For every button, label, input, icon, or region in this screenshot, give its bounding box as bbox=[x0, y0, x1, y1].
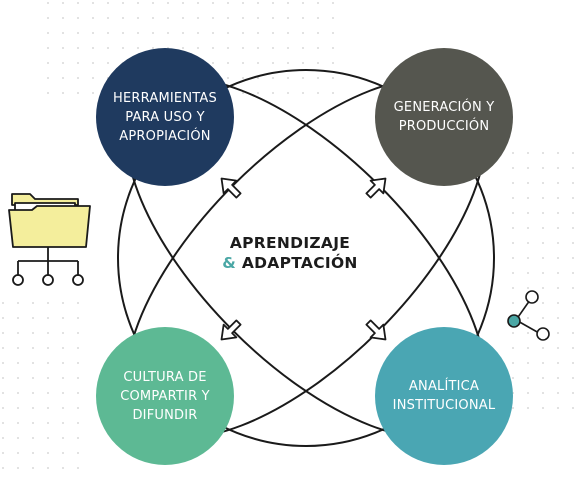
node-label-generacion: GENERACIÓN Y PRODUCCIÓN bbox=[393, 100, 495, 134]
dot-pattern-right bbox=[500, 140, 577, 410]
center-title-line2-text: ADAPTACIÓN bbox=[241, 254, 358, 272]
arrow-top-right-icon bbox=[365, 177, 387, 199]
arrow-bottom-right-icon bbox=[365, 319, 387, 341]
arrow-top-left-icon bbox=[220, 177, 242, 199]
node-circle-generacion bbox=[375, 48, 513, 186]
node-circle-herramientas bbox=[96, 48, 234, 186]
folder-network-icon bbox=[8, 193, 91, 286]
node-label-herramientas: HERRAMIENTAS PARA USO Y APROPIACIÓN bbox=[113, 90, 217, 144]
node-circle-analitica bbox=[375, 327, 513, 465]
node-label-analitica: ANALÍTICA INSTITUCIONAL bbox=[392, 379, 496, 413]
outer-ring bbox=[117, 69, 495, 447]
center-ampersand: & bbox=[222, 254, 237, 272]
node-label-cultura: CULTURA DE COMPARTIR Y DIFUNDIR bbox=[120, 369, 210, 423]
center-title: APRENDIZAJE & ADAPTACIÓN bbox=[190, 233, 390, 273]
dot-pattern-left bbox=[0, 300, 90, 480]
share-node-icon bbox=[507, 290, 550, 341]
node-circle-cultura bbox=[96, 327, 234, 465]
center-title-line1: APRENDIZAJE bbox=[229, 234, 351, 252]
center-title-line2: & ADAPTACIÓN bbox=[190, 253, 390, 273]
arrow-bottom-left-icon bbox=[220, 319, 242, 341]
